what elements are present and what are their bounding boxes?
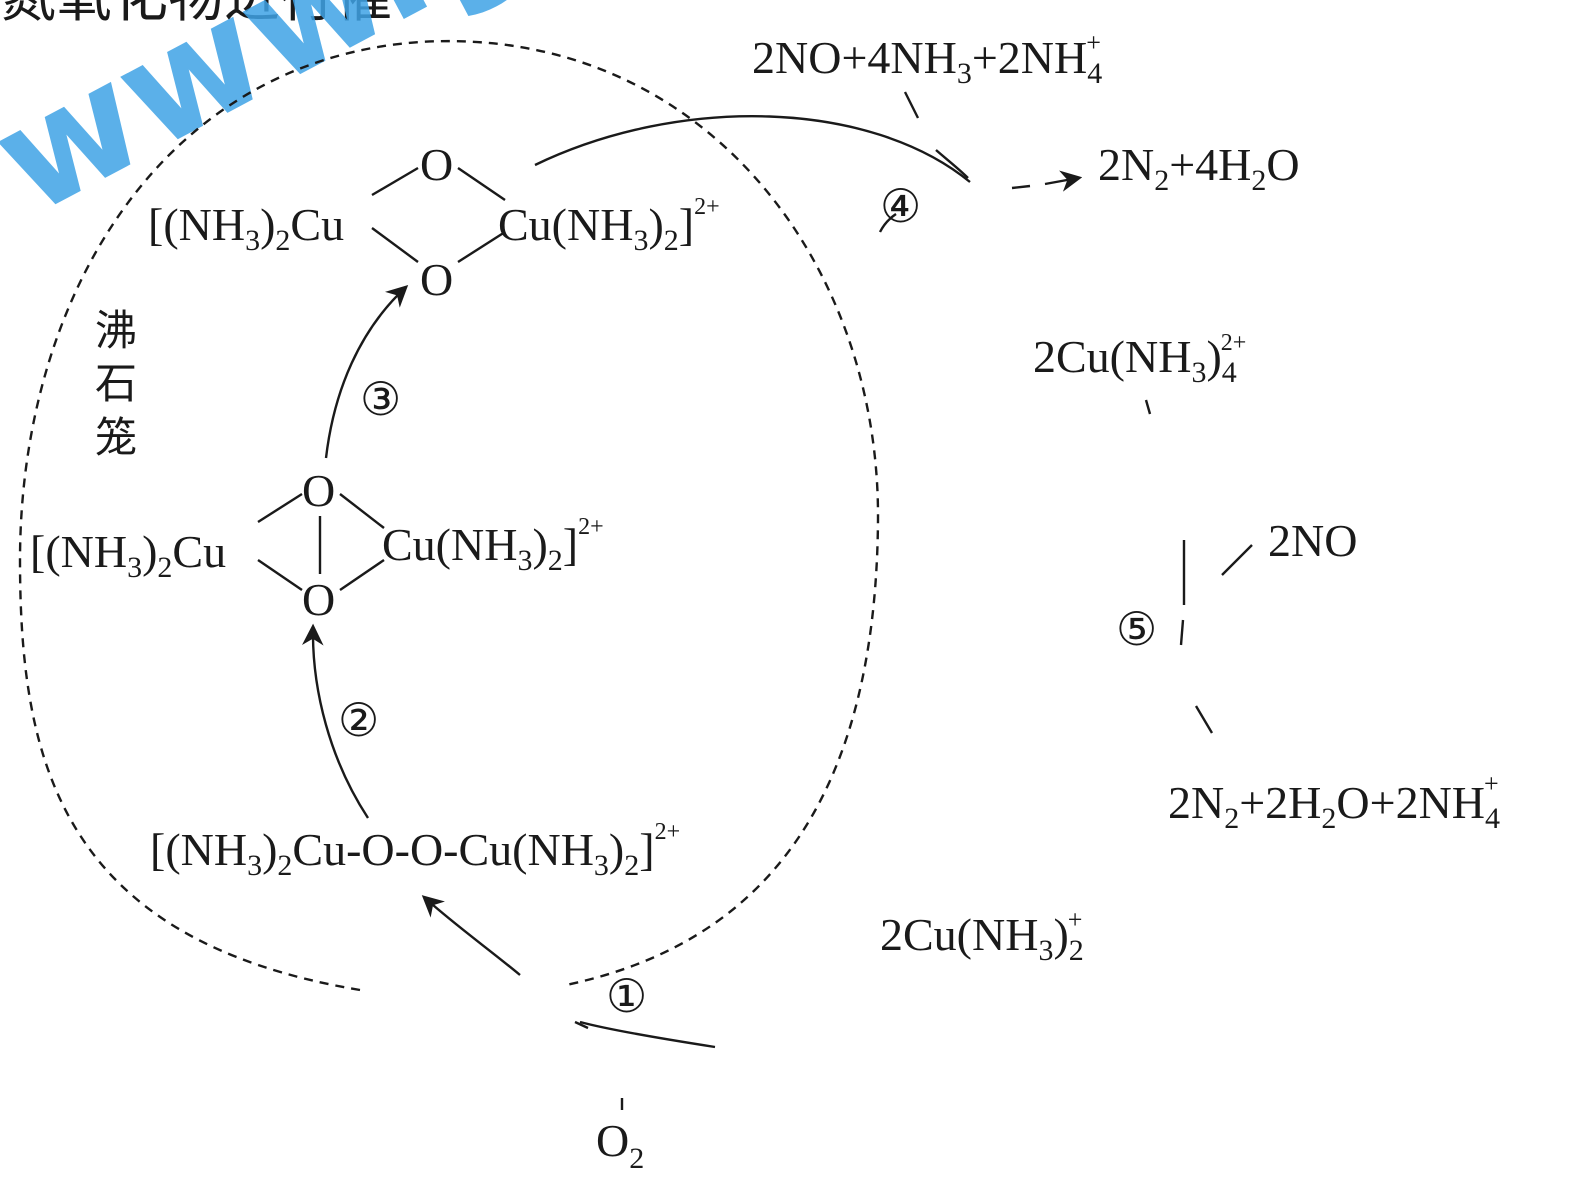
cage-label-char-3: 笼	[95, 413, 137, 462]
step4-products: 2N2+4H2O	[1098, 139, 1300, 197]
arrow-step-1-entry	[579, 1020, 716, 1049]
svg-text:[(NH3)2Cu: [(NH3)2Cu	[30, 526, 226, 584]
cage-label-char-1: 沸	[95, 306, 137, 355]
species-cu-nh3-4: 2Cu(NH3)42+	[1033, 330, 1246, 389]
cage-label-char-2: 石	[95, 359, 137, 408]
step-label-1: ①	[606, 971, 647, 1022]
step-label-5: ⑤	[1116, 604, 1157, 655]
step5-no: 2NO	[1268, 515, 1357, 566]
step-label-2: ②	[338, 695, 379, 746]
oxo-bottom: O	[420, 254, 453, 305]
oxo-bottom-mid: O	[302, 574, 335, 625]
step5-products: 2N2+2H2O+2NH4+	[1168, 769, 1500, 835]
svg-text:Cu(NH3)2]2+: Cu(NH3)2]2+	[382, 514, 604, 577]
oxo-top: O	[420, 139, 453, 190]
arrow-step-3	[324, 285, 409, 459]
species-dimer-middle: [(NH3)2Cu O O Cu(NH3)2]2+	[30, 465, 604, 625]
arrow-step-4	[534, 115, 971, 183]
species-o2: O2	[596, 1115, 644, 1175]
arrow-step-1	[421, 895, 521, 976]
svg-text:[(NH3)2Cu: [(NH3)2Cu	[148, 199, 344, 257]
oxo-top-mid: O	[302, 465, 335, 516]
species-cu-nh3-2: 2Cu(NH3)2+	[880, 905, 1084, 967]
cropped-header-text: 氮氧化物进行催	[0, 0, 392, 30]
step4-reactants: 2NO+4NH3+2NH4+	[752, 28, 1102, 90]
species-peroxo: [(NH3)2Cu-O-O-Cu(NH3)2]2+	[150, 819, 680, 882]
svg-text:Cu(NH3)2]2+: Cu(NH3)2]2+	[498, 194, 720, 257]
arrow-step-2	[301, 623, 370, 819]
step-label-3: ③	[360, 374, 401, 425]
species-dimer-top: [(NH3)2Cu O O Cu(NH3)2]2+	[148, 139, 720, 305]
zeolite-cage-boundary	[18, 39, 880, 992]
